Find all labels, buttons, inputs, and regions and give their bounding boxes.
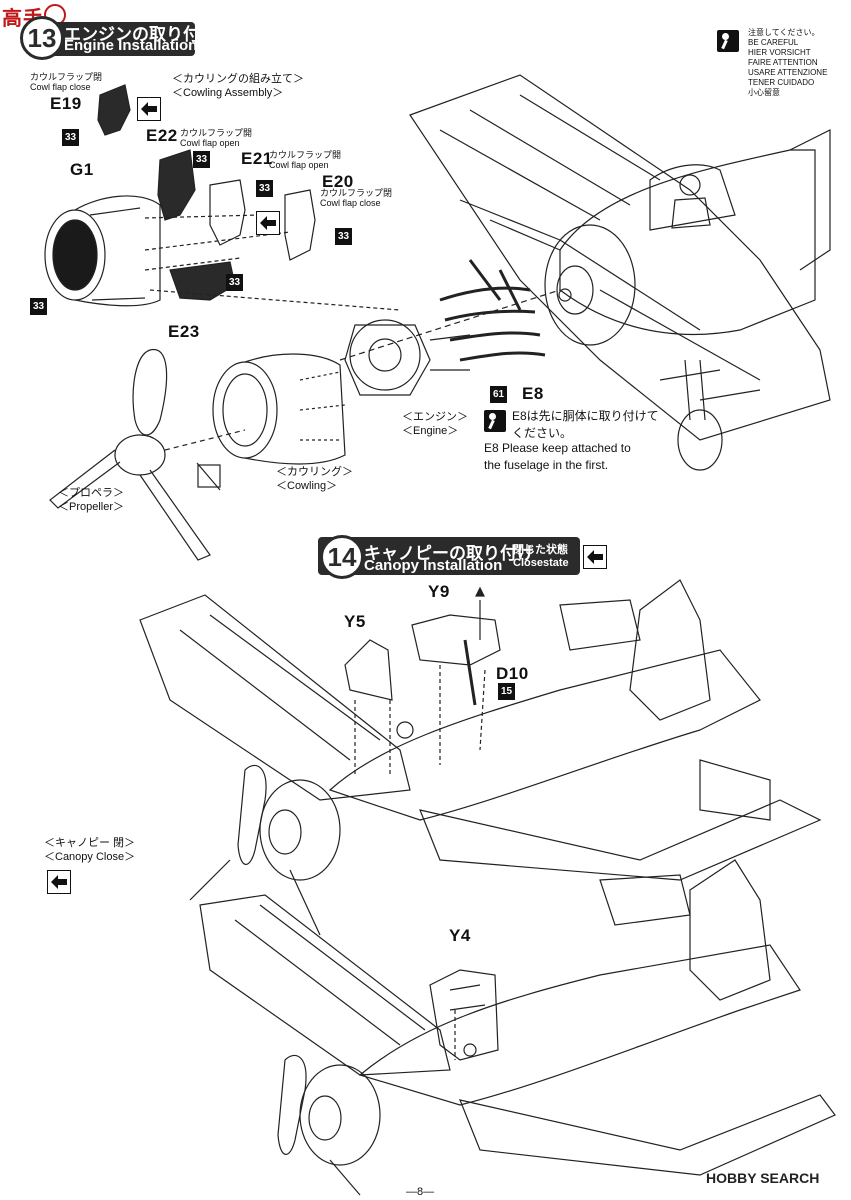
step14-title-en: Canopy Installation bbox=[364, 557, 503, 574]
step14-header: 14 キャノピーの取り付け Canopy Installation 閉じた状態 … bbox=[318, 535, 580, 579]
aircraft-canopy-upper-drawing bbox=[139, 579, 822, 936]
e20-subtitle: カウルフラップ閉 Cowl flap close bbox=[320, 188, 393, 208]
cowling-drawing bbox=[212, 353, 346, 465]
engine-label: ＜エンジン＞ ＜Engine＞ bbox=[402, 411, 468, 437]
e8-note-jp: E8は先に胴体に取り付けて ください。 bbox=[512, 409, 659, 440]
badge-33: 33 bbox=[335, 228, 352, 245]
step13-title-jp: エンジンの取り付け bbox=[64, 25, 217, 44]
badge-15: 15 bbox=[498, 683, 515, 700]
e21-subtitle: カウルフラップ開 Cowl flap open bbox=[269, 150, 342, 170]
page-number: —8— bbox=[406, 1186, 435, 1198]
badge-61: 61 bbox=[490, 386, 507, 403]
step14-state-en: Closestate bbox=[513, 557, 569, 569]
arrow-icon bbox=[137, 97, 161, 121]
watermark-text: HOBBY SEARCH bbox=[706, 1170, 820, 1186]
part-e21: E21 bbox=[241, 149, 273, 168]
arrow-icon bbox=[47, 870, 71, 894]
badge-33: 33 bbox=[226, 274, 243, 291]
part-d10: D10 bbox=[496, 664, 529, 683]
aircraft-canopy-lower-drawing bbox=[199, 859, 836, 1196]
aircraft-front-drawing bbox=[409, 74, 831, 471]
arrow-icon bbox=[583, 545, 607, 569]
watermark: HOBBY SEARCH bbox=[706, 1170, 819, 1186]
part-e8: E8 bbox=[522, 384, 544, 403]
cement-icon bbox=[484, 410, 506, 432]
engine-drawing bbox=[344, 319, 471, 396]
exhaust-pipes-drawing bbox=[439, 259, 546, 362]
badge-33: 33 bbox=[30, 298, 47, 315]
cowling-assembly-label: ＜カウリングの組み立て＞ ＜Cowling Assembly＞ bbox=[172, 73, 304, 99]
step13-number: 13 bbox=[20, 16, 64, 60]
part-e20: E20 bbox=[322, 172, 354, 191]
part-y9: Y9 bbox=[428, 582, 450, 601]
cowling-label: ＜カウリング＞ ＜Cowling＞ bbox=[276, 466, 353, 492]
badge-33: 33 bbox=[62, 129, 79, 146]
e22-subtitle: カウルフラップ開 Cowl flap open bbox=[180, 128, 253, 148]
badge-33: 33 bbox=[193, 151, 210, 168]
part-y4: Y4 bbox=[449, 926, 471, 945]
step14-title-jp: キャノピーの取り付け bbox=[364, 544, 534, 563]
part-e23: E23 bbox=[168, 322, 200, 341]
arrow-icon bbox=[256, 211, 280, 235]
part-g1: G1 bbox=[70, 160, 94, 179]
part-e22: E22 bbox=[146, 126, 178, 145]
part-e19: E19 bbox=[50, 94, 82, 113]
step14-state-jp: 閉じた状態 bbox=[513, 544, 568, 556]
badge-33: 33 bbox=[256, 180, 273, 197]
propeller-label: ＜プロペラ＞ ＜Propeller＞ bbox=[58, 487, 125, 513]
step14-number: 14 bbox=[320, 535, 364, 579]
propeller-drawing bbox=[49, 349, 246, 561]
caution-icon bbox=[717, 30, 739, 52]
cowling-assembly-drawing bbox=[44, 84, 401, 311]
e19-subtitle: カウルフラップ閉 Cowl flap close bbox=[30, 72, 103, 92]
step13-title-en: Engine Installation bbox=[64, 37, 198, 54]
part-y5: Y5 bbox=[344, 612, 366, 631]
e8-note-en: E8 Please keep attached to the fuselage … bbox=[484, 441, 631, 472]
step13-header: 13 エンジンの取り付け Engine Installation bbox=[20, 16, 217, 60]
canopy-close-label: ＜キャノピー 閉＞ ＜Canopy Close＞ bbox=[44, 837, 136, 863]
caution-text: 注意してください。 BE CAREFUL HIER VORSICHT FAIRE… bbox=[748, 28, 828, 97]
